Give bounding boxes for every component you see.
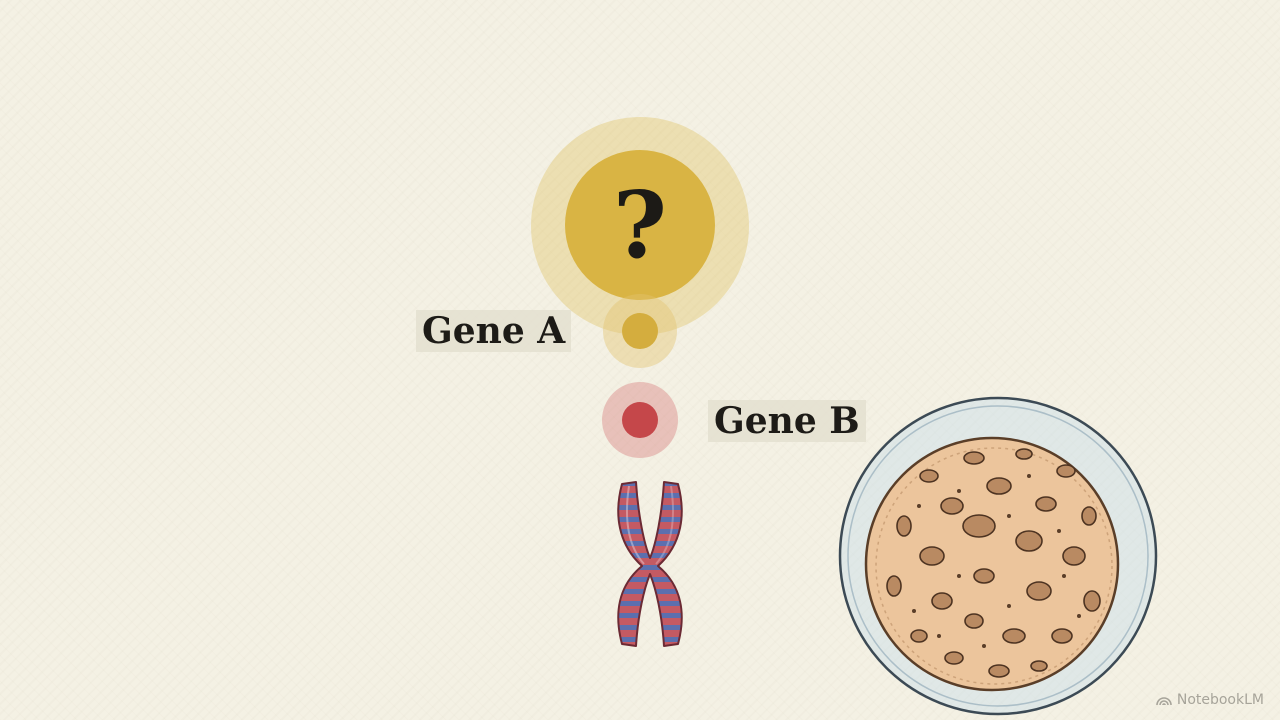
cell-illustration — [838, 396, 1158, 716]
gene-b-dot — [622, 402, 658, 438]
gene-a-label: Gene A — [416, 310, 572, 352]
notebooklm-logo-icon — [1156, 697, 1172, 706]
watermark: NotebookLM — [1156, 692, 1264, 708]
question-circle — [565, 150, 715, 300]
chromosome-icon — [617, 481, 683, 647]
gene-a-dot — [622, 313, 658, 349]
watermark-text: NotebookLM — [1176, 692, 1264, 708]
gene-b-label: Gene B — [708, 400, 866, 442]
question-mark: ? — [613, 171, 667, 279]
